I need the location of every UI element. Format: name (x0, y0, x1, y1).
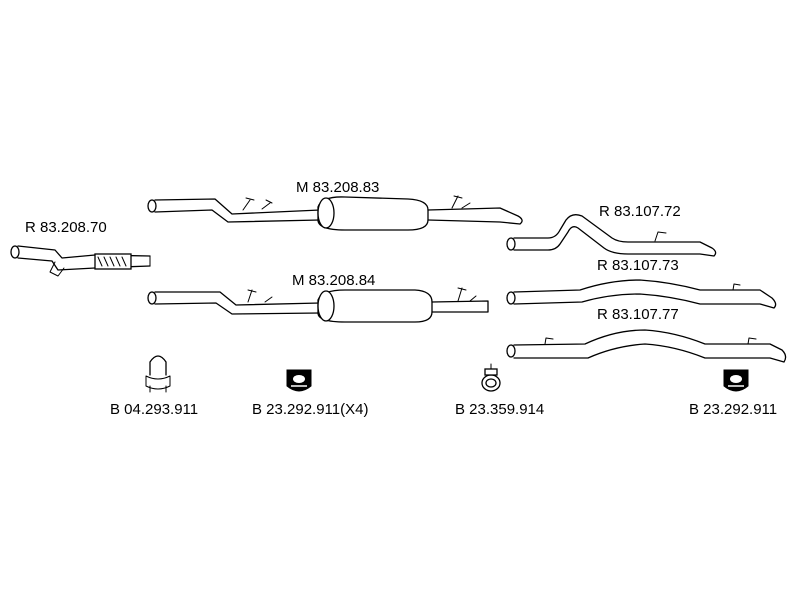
part-m-83-208-83: M 83.208.83 (147, 179, 523, 231)
flange-icon (506, 344, 516, 358)
label-m-83-208-83: M 83.208.83 (296, 179, 379, 196)
part-r-83-107-77: R 83.107.77 (506, 306, 787, 363)
fitting-b-23-292-911-x4: B 23.292.911(X4) (252, 369, 368, 418)
part-r-83-107-72: R 83.107.72 (506, 203, 717, 257)
label-m-83-208-84: M 83.208.84 (292, 272, 375, 289)
part-r-83-208-70: R 83.208.70 (10, 219, 151, 277)
label-b-04-293-911: B 04.293.911 (110, 401, 198, 418)
fitting-b-23-359-914: B 23.359.914 (455, 363, 544, 418)
ring-clamp-icon (481, 363, 501, 392)
label-b-23-292-911: B 23.292.911 (689, 401, 777, 418)
flange-icon (147, 199, 157, 213)
part-m-83-208-84: M 83.208.84 (147, 272, 489, 323)
flange-icon (10, 245, 20, 259)
label-r-83-107-77: R 83.107.77 (597, 306, 679, 323)
part-r-83-107-73: R 83.107.73 (506, 257, 777, 309)
fitting-b-23-292-911: B 23.292.911 (689, 369, 777, 418)
fitting-b-04-293-911: B 04.293.911 (110, 355, 198, 418)
label-r-83-107-72: R 83.107.72 (599, 203, 681, 220)
u-clamp-icon (145, 355, 171, 393)
rubber-mount-icon (286, 369, 312, 392)
label-r-83-208-70: R 83.208.70 (25, 219, 107, 236)
flange-icon (506, 291, 516, 305)
flange-icon (147, 291, 157, 305)
flange-icon (506, 237, 516, 251)
muffler-icon (317, 289, 433, 323)
rubber-mount-icon (723, 369, 749, 392)
label-r-83-107-73: R 83.107.73 (597, 257, 679, 274)
label-b-23-292-911-x4: B 23.292.911(X4) (252, 401, 368, 418)
label-b-23-359-914: B 23.359.914 (455, 401, 544, 418)
